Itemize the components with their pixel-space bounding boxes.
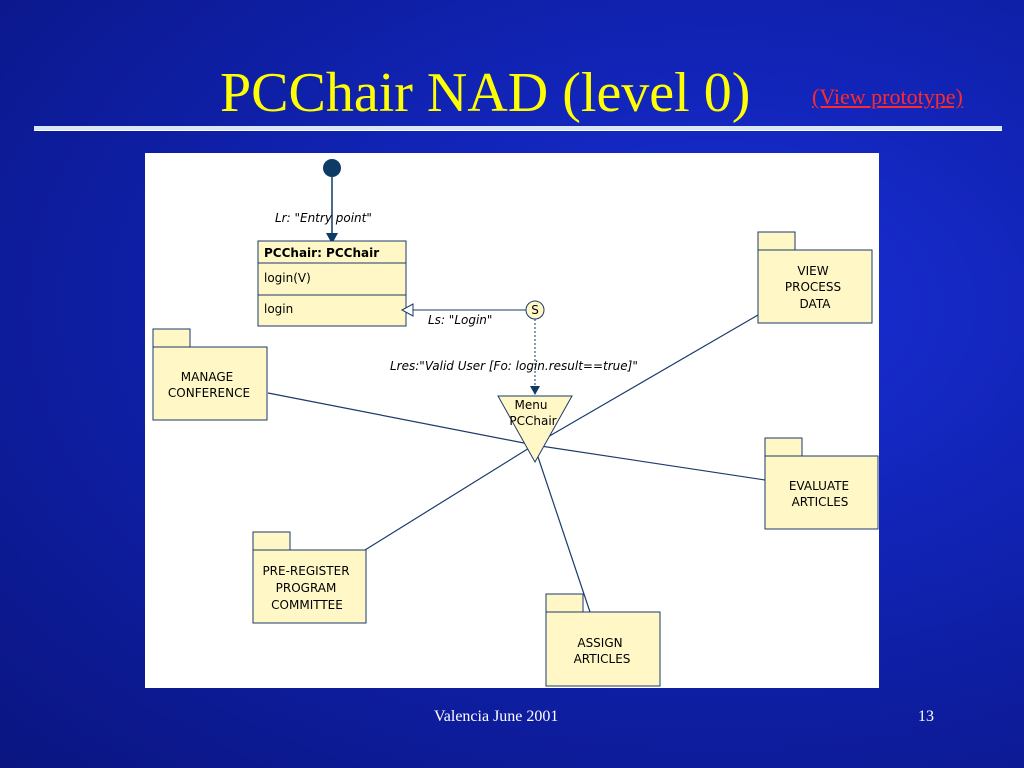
package-pre-register-line2: PROGRAM xyxy=(276,581,337,595)
result-label: Lres:"Valid User [Fo: login.result==true… xyxy=(390,359,638,373)
nad-diagram: Lr: "Entry point" PCChair: PCChair login… xyxy=(152,159,879,687)
diagram-panel: Lr: "Entry point" PCChair: PCChair login… xyxy=(145,153,879,688)
entry-label: Lr: "Entry point" xyxy=(275,211,372,225)
menu-label-line2: PCChair xyxy=(509,414,556,428)
package-manage-conference: MANAGE CONFERENCE xyxy=(152,328,268,421)
menu-label-line1: Menu xyxy=(515,398,548,412)
package-pre-register: PRE-REGISTER PROGRAM COMMITTEE xyxy=(252,531,367,624)
package-evaluate-line2: ARTICLES xyxy=(792,495,849,509)
package-assign-line2: ARTICLES xyxy=(574,652,631,666)
package-view-line1: VIEW xyxy=(797,264,828,278)
package-pre-register-line3: COMMITTEE xyxy=(271,598,343,612)
package-manage-line2: CONFERENCE xyxy=(168,386,250,400)
view-prototype-link[interactable]: (View prototype) xyxy=(812,84,963,109)
sequence-label: S xyxy=(531,303,539,317)
class-box-attribute: login(V) xyxy=(264,271,311,285)
package-pre-register-line1: PRE-REGISTER xyxy=(262,564,349,578)
menu-pcchair-node xyxy=(497,395,573,464)
package-view-process-data: VIEW PROCESS DATA xyxy=(757,231,873,324)
package-manage-line1: MANAGE xyxy=(181,370,233,384)
entry-point-node xyxy=(323,159,341,177)
package-assign-articles: ASSIGN ARTICLES xyxy=(545,593,661,687)
login-arrowhead xyxy=(400,303,414,317)
package-assign-line1: ASSIGN xyxy=(577,636,622,650)
slide-title: PCChair NAD (level 0) xyxy=(220,62,751,124)
class-box-operation: login xyxy=(264,302,293,316)
menu-connectors xyxy=(267,314,766,613)
package-view-line2: PROCESS xyxy=(785,280,841,294)
footer-text: Valencia June 2001 xyxy=(434,708,559,725)
package-evaluate-articles: EVALUATE ARTICLES xyxy=(764,437,879,530)
connector-assign-articles xyxy=(533,444,591,613)
pcchair-class-box: PCChair: PCChair login(V) login xyxy=(257,240,407,327)
login-label: Ls: "Login" xyxy=(428,313,492,327)
class-box-title: PCChair: PCChair xyxy=(264,246,379,260)
package-view-line3: DATA xyxy=(800,297,832,311)
connector-evaluate-articles xyxy=(533,444,766,481)
entry-arrowhead xyxy=(326,233,338,244)
connector-view-process-data xyxy=(533,314,759,446)
result-link-arrowhead xyxy=(530,386,540,395)
connector-manage-conference xyxy=(267,392,535,446)
package-evaluate-line1: EVALUATE xyxy=(789,479,849,493)
connector-pre-register xyxy=(364,444,535,551)
title-divider xyxy=(34,126,1002,130)
page-number: 13 xyxy=(918,708,934,725)
